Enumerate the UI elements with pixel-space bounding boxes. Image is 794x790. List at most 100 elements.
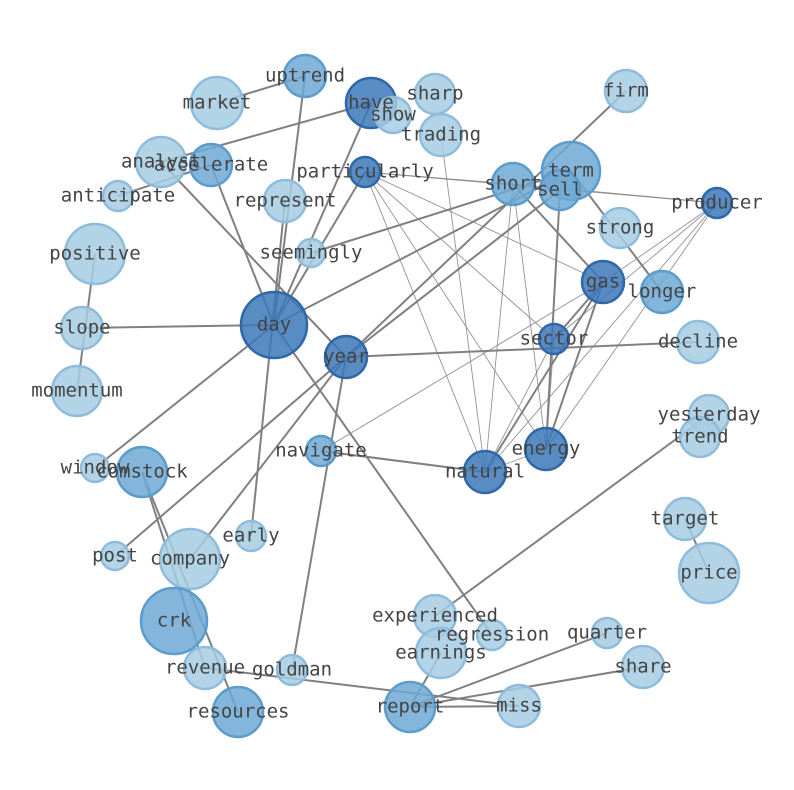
node-decline — [675, 319, 721, 365]
edge-day-regression — [273, 324, 493, 636]
edge-thin-particularly-sector — [364, 171, 555, 340]
node-label-company: company — [150, 548, 230, 570]
node-label-firm: firm — [603, 80, 649, 102]
edge-thin-producer-sector — [553, 202, 718, 340]
node-navigate — [304, 434, 338, 468]
node-label-positive: positive — [49, 243, 141, 265]
node-seemingly — [295, 237, 327, 269]
node-trend — [678, 415, 722, 459]
node-label-sharp: sharp — [406, 83, 463, 105]
node-layer — [50, 53, 741, 739]
edge-thin-sector-natural — [484, 338, 555, 473]
edge-year-sell — [345, 189, 561, 358]
edge-year-decline — [345, 341, 699, 358]
node-label-resources: resources — [187, 701, 290, 723]
node-revenue — [182, 645, 228, 691]
node-label-share: share — [614, 656, 671, 678]
node-label-slope: slope — [53, 317, 110, 339]
node-label-analyst: analyst — [121, 151, 201, 173]
node-label-trading: trading — [401, 124, 481, 146]
node-label-navigate: navigate — [275, 440, 367, 462]
node-label-target: target — [651, 508, 720, 530]
node-day — [239, 290, 309, 360]
node-label-uptrend: uptrend — [265, 65, 345, 87]
edge-analyst-year — [160, 161, 347, 358]
node-label-accelerate: accelerate — [154, 154, 268, 176]
node-market — [189, 75, 245, 131]
edge-have-day — [273, 102, 372, 326]
edge-thin-particularly-gas — [364, 171, 604, 283]
node-label-miss: miss — [496, 695, 542, 717]
node-comstock — [115, 445, 169, 499]
node-trading — [418, 112, 464, 158]
node-label-sector: sector — [520, 328, 589, 350]
node-company — [158, 527, 222, 591]
node-target — [662, 496, 708, 542]
node-uptrend — [282, 53, 328, 99]
node-label-comstock: comstock — [96, 461, 188, 483]
node-resources — [211, 685, 265, 739]
edge-yesterday-experienced — [434, 414, 710, 617]
edge-thin-short-natural — [484, 183, 514, 473]
edge-year-post — [114, 356, 347, 557]
node-window — [79, 452, 111, 484]
node-strong — [598, 206, 642, 250]
node-label-post: post — [92, 545, 138, 567]
node-label-quarter: quarter — [567, 622, 647, 644]
node-label-experienced: experienced — [372, 605, 498, 627]
node-label-show: show — [370, 104, 416, 126]
node-label-sell: sell — [537, 179, 583, 201]
node-label-strong: strong — [586, 217, 655, 239]
node-label-crk: crk — [157, 610, 192, 632]
node-label-report: report — [376, 696, 445, 718]
edge-thin-particularly-natural — [364, 171, 486, 473]
node-year — [323, 334, 369, 380]
node-longer — [639, 269, 685, 315]
node-label-seemingly: seemingly — [260, 242, 363, 264]
node-share — [620, 644, 666, 690]
node-label-gas: gas — [586, 271, 620, 293]
edge-thin-producer-natural — [484, 202, 718, 473]
node-label-natural: natural — [445, 461, 525, 483]
node-quarter — [590, 616, 624, 650]
edge-gas-energy — [545, 281, 604, 450]
edge-represent-early — [250, 200, 286, 537]
edge-thin-particularly-short — [364, 171, 514, 185]
node-label-anticipate: anticipate — [61, 185, 175, 207]
node-earnings — [414, 626, 468, 680]
edge-navigate-natural — [320, 450, 486, 473]
node-report — [383, 680, 437, 734]
node-label-have: have — [348, 92, 394, 114]
node-short — [490, 161, 536, 207]
edge-thin-short-energy — [512, 183, 547, 450]
node-label-goldman: goldman — [252, 659, 332, 681]
node-label-early: early — [222, 525, 279, 547]
node-crk — [139, 586, 209, 656]
node-sector — [537, 322, 571, 356]
node-label-longer: longer — [628, 281, 697, 303]
edge-thin-particularly-energy — [364, 171, 547, 450]
node-label-decline: decline — [658, 331, 738, 353]
edge-quarter-report — [409, 632, 608, 708]
node-show — [373, 95, 413, 135]
edge-thin-navigate-gas — [320, 281, 604, 452]
node-price — [677, 541, 741, 605]
node-label-short: short — [484, 173, 541, 195]
node-represent — [262, 178, 308, 224]
node-early — [234, 519, 268, 553]
node-label-earnings: earnings — [395, 642, 487, 664]
node-label-momentum: momentum — [31, 380, 123, 402]
node-goldman — [275, 653, 309, 687]
edge-thin-producer-energy — [545, 202, 718, 450]
node-regression — [475, 618, 509, 652]
node-label-producer: producer — [671, 192, 763, 214]
node-label-price: price — [680, 562, 737, 584]
node-label-particularly: particularly — [296, 161, 433, 183]
node-firm — [603, 68, 649, 114]
node-label-term: term — [548, 160, 594, 182]
edge-year-goldman — [291, 356, 347, 671]
node-miss — [496, 683, 542, 729]
node-anticipate — [101, 179, 135, 213]
edge-thin-trading-natural — [440, 134, 486, 473]
